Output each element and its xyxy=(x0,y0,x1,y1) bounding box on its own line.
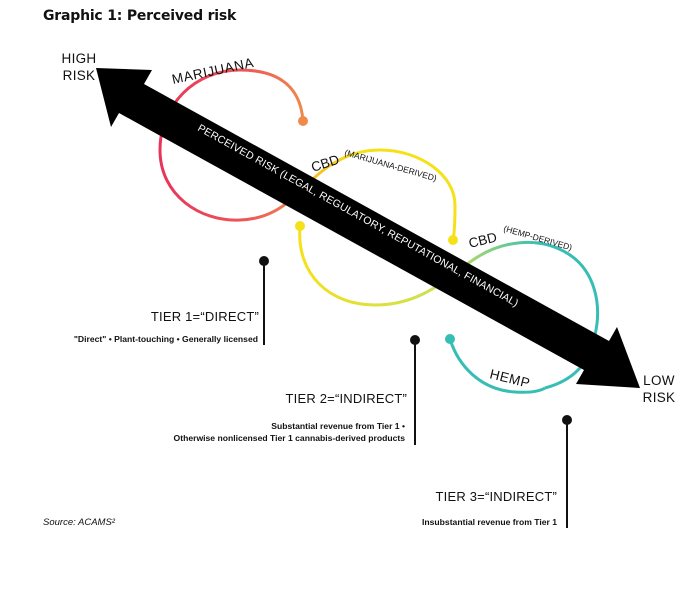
cbd-hemp-main: CBD xyxy=(467,229,499,251)
tier-2-pin xyxy=(410,335,420,445)
tier-3-description: Insubstantial revenue from Tier 1 xyxy=(422,517,557,529)
tier-3-pin xyxy=(562,415,572,528)
hemp-curve xyxy=(448,338,546,394)
cbd-marijuana-main: CBD xyxy=(309,152,341,175)
high-risk-label: HIGH RISK xyxy=(55,50,103,84)
low-risk-line-1: LOW xyxy=(643,373,675,388)
tier-2-heading: TIER 2=“INDIRECT” xyxy=(285,391,407,406)
tier-1-line-1: "Direct" • Plant-touching • Generally li… xyxy=(73,334,258,344)
low-risk-line-2: RISK xyxy=(642,390,676,405)
cbd-marijuana-main-text: CBD xyxy=(309,152,341,175)
high-risk-line-1: HIGH xyxy=(61,51,97,66)
marijuana-curve xyxy=(158,68,305,222)
low-risk-label: LOW RISK xyxy=(638,372,680,406)
tier-2-line-1: Substantial revenue from Tier 1 • xyxy=(271,421,405,431)
cbd-marijuana-derived-label: CBD xyxy=(309,152,341,175)
graphic-title: Graphic 1: Perceived risk xyxy=(43,8,237,24)
cbd-hemp-sub: (HEMP-DERIVED) xyxy=(502,223,573,252)
cbd-marijuana-derived-endpoint xyxy=(448,235,458,245)
tier-2-line-2: Otherwise nonlicensed Tier 1 cannabis-de… xyxy=(173,432,405,443)
marijuana-endpoint xyxy=(298,116,308,126)
tier-3-heading: TIER 3=“INDIRECT” xyxy=(435,489,557,504)
tier-2-description: Substantial revenue from Tier 1 • Otherw… xyxy=(174,421,405,444)
high-risk-line-2: RISK xyxy=(62,68,96,83)
tier-1-heading: TIER 1=“DIRECT” xyxy=(150,309,259,324)
marijuana-label: MARIJUANA xyxy=(171,55,256,87)
cbd-marijuana-sub: (MARIJUANA-DERIVED) xyxy=(343,147,438,183)
tier-1-pin xyxy=(259,256,269,345)
tier-3-line-1: Insubstantial revenue from Tier 1 xyxy=(422,517,557,527)
tier-1-description: "Direct" • Plant-touching • Generally li… xyxy=(74,334,258,346)
cbd-hemp-derived-curve xyxy=(298,225,599,390)
cbd-yellow-endpoint xyxy=(295,221,305,231)
cbd-marijuana-derived-curve xyxy=(298,148,457,241)
hemp-endpoint xyxy=(445,334,455,344)
source-note: Source: ACAMS² xyxy=(43,517,115,528)
perceived-risk-arrow xyxy=(96,68,640,388)
